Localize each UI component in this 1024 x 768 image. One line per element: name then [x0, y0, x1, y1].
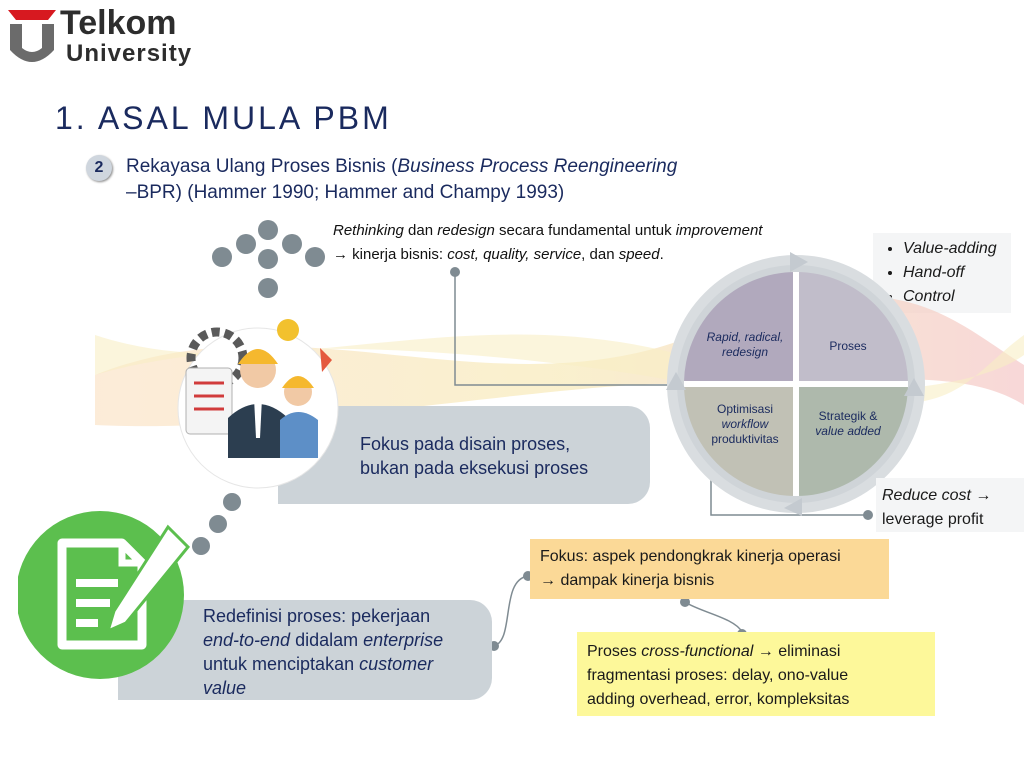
decor-dot [192, 537, 210, 555]
arrow-icon: → [540, 572, 556, 589]
decor-dot [223, 493, 241, 511]
leverage-profit-label: leverage profit [882, 511, 984, 528]
bpr-cycle-diagram [666, 252, 925, 516]
redefinition-text: Redefinisi proses: pekerjaan end-to-end … [203, 604, 483, 700]
quadrant-line: Strategik & [818, 409, 878, 423]
proses-word: eliminasi [773, 643, 841, 660]
quadrant-line: Optimisasi [716, 402, 773, 416]
proses-word: Proses [587, 643, 642, 660]
logo-word-telkom: Telkom [60, 4, 177, 42]
proses-line: fragmentasi proses: delay, ono-value [587, 667, 849, 684]
quadrant-line: value added [815, 424, 881, 438]
rethink-word: improvement [675, 222, 763, 239]
rethink-word: secara fundamental untuk [494, 222, 676, 239]
arrow-icon: → [333, 246, 348, 263]
rethinking-statement: Rethinking dan redesign secara fundament… [333, 219, 853, 267]
focus-line: dampak kinerja bisnis [556, 572, 715, 589]
cycle-quadrant-proses: Proses [829, 339, 867, 353]
quadrant-line: workflow [721, 417, 769, 431]
rethink-word: cost, quality, service [447, 246, 582, 263]
list-item: Control [903, 285, 1011, 309]
logo-word-university: University [66, 40, 193, 67]
design-focus-box [278, 406, 650, 504]
bpr-aspects-list: Value-adding Hand-off Control [873, 233, 1011, 313]
focus-line: Fokus: aspek pendongkrak kinerja operasi [540, 548, 841, 565]
subtitle-plain: Rekayasa Ulang Proses Bisnis ( [126, 156, 398, 177]
operational-focus-text: Fokus: aspek pendongkrak kinerja operasi… [540, 545, 885, 593]
telkom-university-logo [4, 4, 204, 70]
cross-functional-box [577, 632, 935, 716]
rethink-word: speed [618, 246, 660, 263]
list-item: Hand-off [903, 261, 1011, 285]
rethink-word: kinerja bisnis: [348, 246, 448, 263]
rethink-word: Rethinking [333, 222, 404, 239]
step-number-badge: 2 [86, 155, 112, 181]
quadrant-line: redesign [721, 345, 769, 359]
arrow-icon: → [975, 487, 992, 504]
rethink-word: . [659, 246, 664, 263]
redef-word: customer [359, 654, 434, 674]
redef-word: end-to-end [203, 630, 291, 650]
quadrant-line: Rapid, radical, [706, 330, 784, 344]
redef-word: value [203, 678, 247, 698]
redef-line: Redefinisi proses: pekerjaan [203, 606, 431, 626]
redef-word: didalam [290, 630, 364, 650]
fokus-line: bukan pada eksekusi proses [360, 458, 589, 478]
document-edit-icon [18, 511, 191, 679]
decor-dot [282, 234, 302, 254]
rethink-word: , dan [581, 246, 619, 263]
cycle-quadrant-redesign: Rapid, radical, redesign [690, 330, 800, 360]
design-focus-text: Fokus pada disain proses, bukan pada eks… [360, 432, 640, 480]
reduce-cost-box [876, 478, 1024, 532]
rethink-word: redesign [437, 222, 495, 239]
cross-functional-text: Proses cross-functional → eliminasi frag… [587, 640, 932, 712]
telkom-logo-icon [8, 10, 56, 62]
reduce-cost-label: Reduce cost [882, 487, 971, 504]
proses-word: cross-functional [641, 643, 754, 660]
slide-title: 1. ASAL MULA PBM [55, 100, 392, 136]
cycle-quadrant-optimisasi: Optimisasi workflow produktivitas [690, 402, 800, 447]
reduce-cost-text: Reduce cost → leverage profit [882, 484, 1022, 532]
quadrant-line: produktivitas [711, 432, 779, 446]
team-illustration [177, 319, 339, 489]
step-subtitle: Rekayasa Ulang Proses Bisnis (Business P… [126, 154, 706, 206]
decor-dot [258, 278, 278, 298]
rethink-word: dan [403, 222, 438, 239]
proses-line: adding overhead, error, kompleksitas [587, 691, 850, 708]
subtitle-rest: –BPR) (Hammer 1990; Hammer and Champy 19… [126, 182, 565, 203]
cycle-quadrant-strategik: Strategik & value added [800, 409, 896, 439]
decor-dot [305, 247, 325, 267]
subtitle-italic: Business Process Reengineering [397, 156, 678, 177]
redef-word: untuk menciptakan [203, 654, 360, 674]
redef-word: enterprise [363, 630, 444, 650]
decor-dot [258, 249, 278, 269]
decor-dot [236, 234, 256, 254]
operational-focus-box [530, 539, 889, 599]
list-item: Value-adding [903, 237, 1011, 261]
decor-dot [212, 247, 232, 267]
fokus-line: Fokus pada disain proses, [360, 434, 571, 454]
decor-dot [258, 220, 278, 240]
decor-dot [209, 515, 227, 533]
arrow-icon: → [757, 643, 774, 660]
